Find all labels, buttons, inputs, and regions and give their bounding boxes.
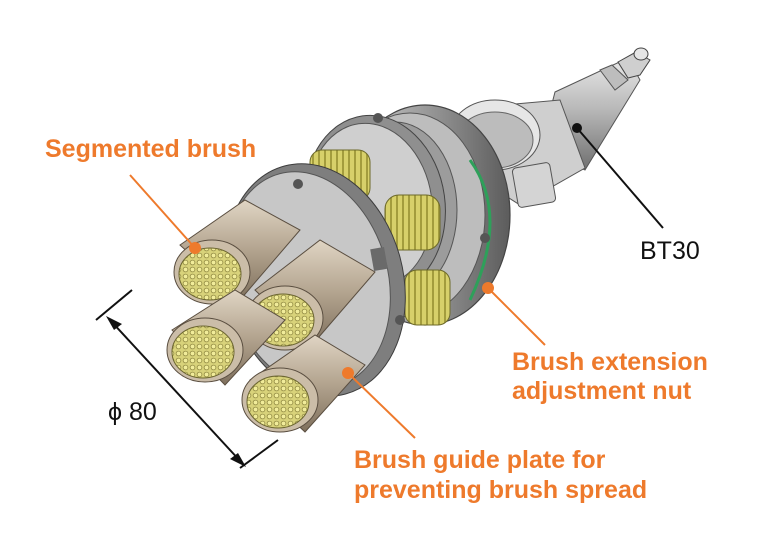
segmented-brush-label: Segmented brush [45, 135, 257, 163]
callout-leaders [129, 123, 664, 439]
diameter-dimension [95, 289, 279, 469]
bt30-leader [576, 127, 664, 229]
diameter-label: ϕ 80 [108, 398, 157, 426]
extension-nut-leader [487, 287, 546, 346]
segmented-brush-leader [129, 174, 196, 249]
extension-nut-label-line1: Brush extension [512, 348, 708, 376]
brush-tube-3 [166, 289, 286, 386]
brush-tube-1 [173, 199, 301, 305]
bt30-label: BT30 [640, 237, 700, 265]
guide-plate-label-line1: Brush guide plate for [354, 446, 606, 474]
brush-tube-4 [241, 334, 366, 433]
guide-plate-leader [347, 372, 416, 439]
extension-nut-label-line2: adjustment nut [512, 377, 692, 405]
guide-plate-label-line2: preventing brush spread [354, 476, 648, 504]
